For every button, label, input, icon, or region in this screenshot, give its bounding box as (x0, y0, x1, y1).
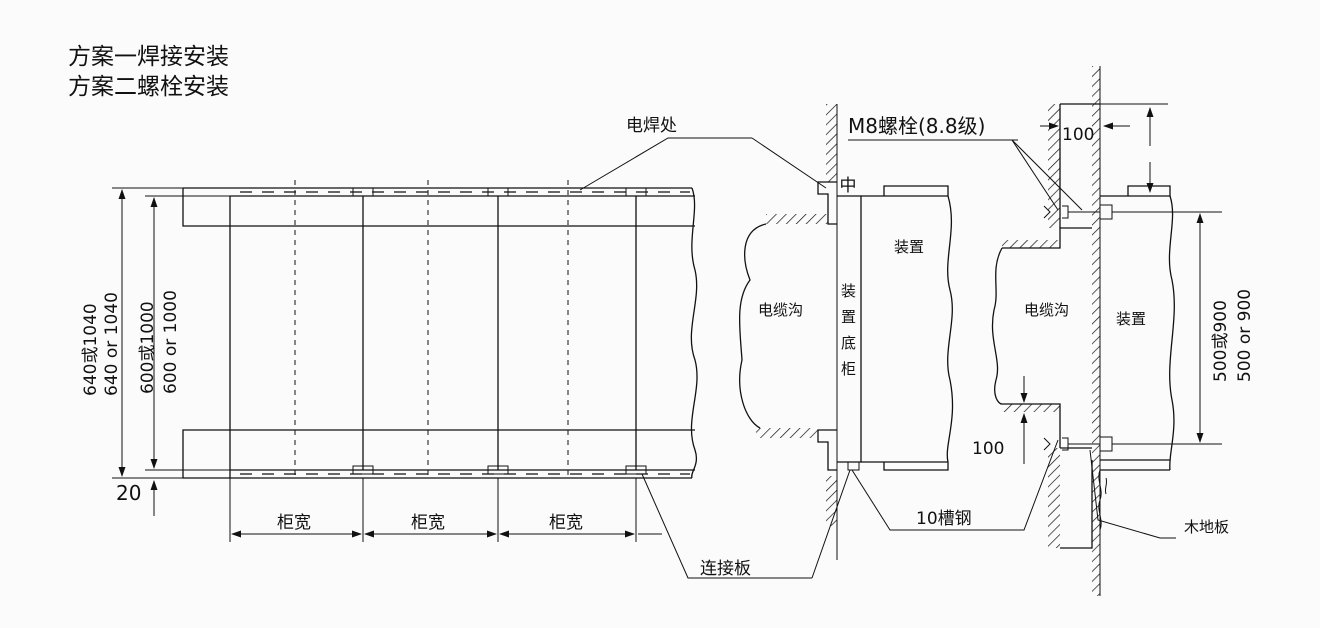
label-cabinet-width-2: 柜宽 (411, 513, 445, 533)
label-dim-100-bottom: 100 (972, 439, 1004, 459)
label-height-inner-cn: 600或1000 (138, 301, 158, 394)
label-base-cabinet-char-2: 置 (841, 308, 856, 326)
label-height-right-cn: 500或900 (1211, 300, 1231, 382)
weld-mark: 中 (840, 176, 857, 196)
weld-elevation: 中 (738, 104, 954, 560)
title-scheme-2: 方案二螺栓安装 (68, 74, 229, 100)
label-height-outer-en: 640 or 1040 (102, 292, 122, 396)
label-height-inner-en: 600 or 1000 (161, 290, 181, 394)
label-wood-floor: 木地板 (1184, 518, 1229, 536)
title-scheme-1: 方案一焊接安装 (68, 44, 229, 70)
label-base-cabinet-char-1: 装 (841, 282, 856, 300)
label-base-cabinet-char-4: 柜 (841, 360, 856, 378)
label-cable-trench-2: 电缆沟 (1024, 301, 1069, 319)
label-weld-point: 电焊处 (626, 116, 677, 136)
label-dim-100-top: 100 (1062, 125, 1094, 145)
label-cabinet-width-3: 柜宽 (549, 513, 583, 533)
bolt-elevation (848, 66, 1222, 596)
label-bolt: M8螺栓(8.8级) (848, 114, 985, 138)
plan-view (112, 137, 851, 579)
label-cabinet-width-1: 柜宽 (277, 513, 311, 533)
label-device-2: 装置 (1116, 310, 1146, 328)
label-connecting-plate: 连接板 (700, 559, 751, 579)
label-height-outer-cn: 640或1040 (81, 303, 101, 396)
label-device-1: 装置 (894, 238, 924, 256)
label-cable-trench-1: 电缆沟 (758, 301, 803, 319)
label-base-cabinet-char-3: 底 (841, 334, 856, 352)
label-channel-steel: 10槽钢 (916, 509, 972, 529)
label-height-right-en: 500 or 900 (1235, 289, 1255, 382)
label-dim-20: 20 (116, 481, 141, 505)
